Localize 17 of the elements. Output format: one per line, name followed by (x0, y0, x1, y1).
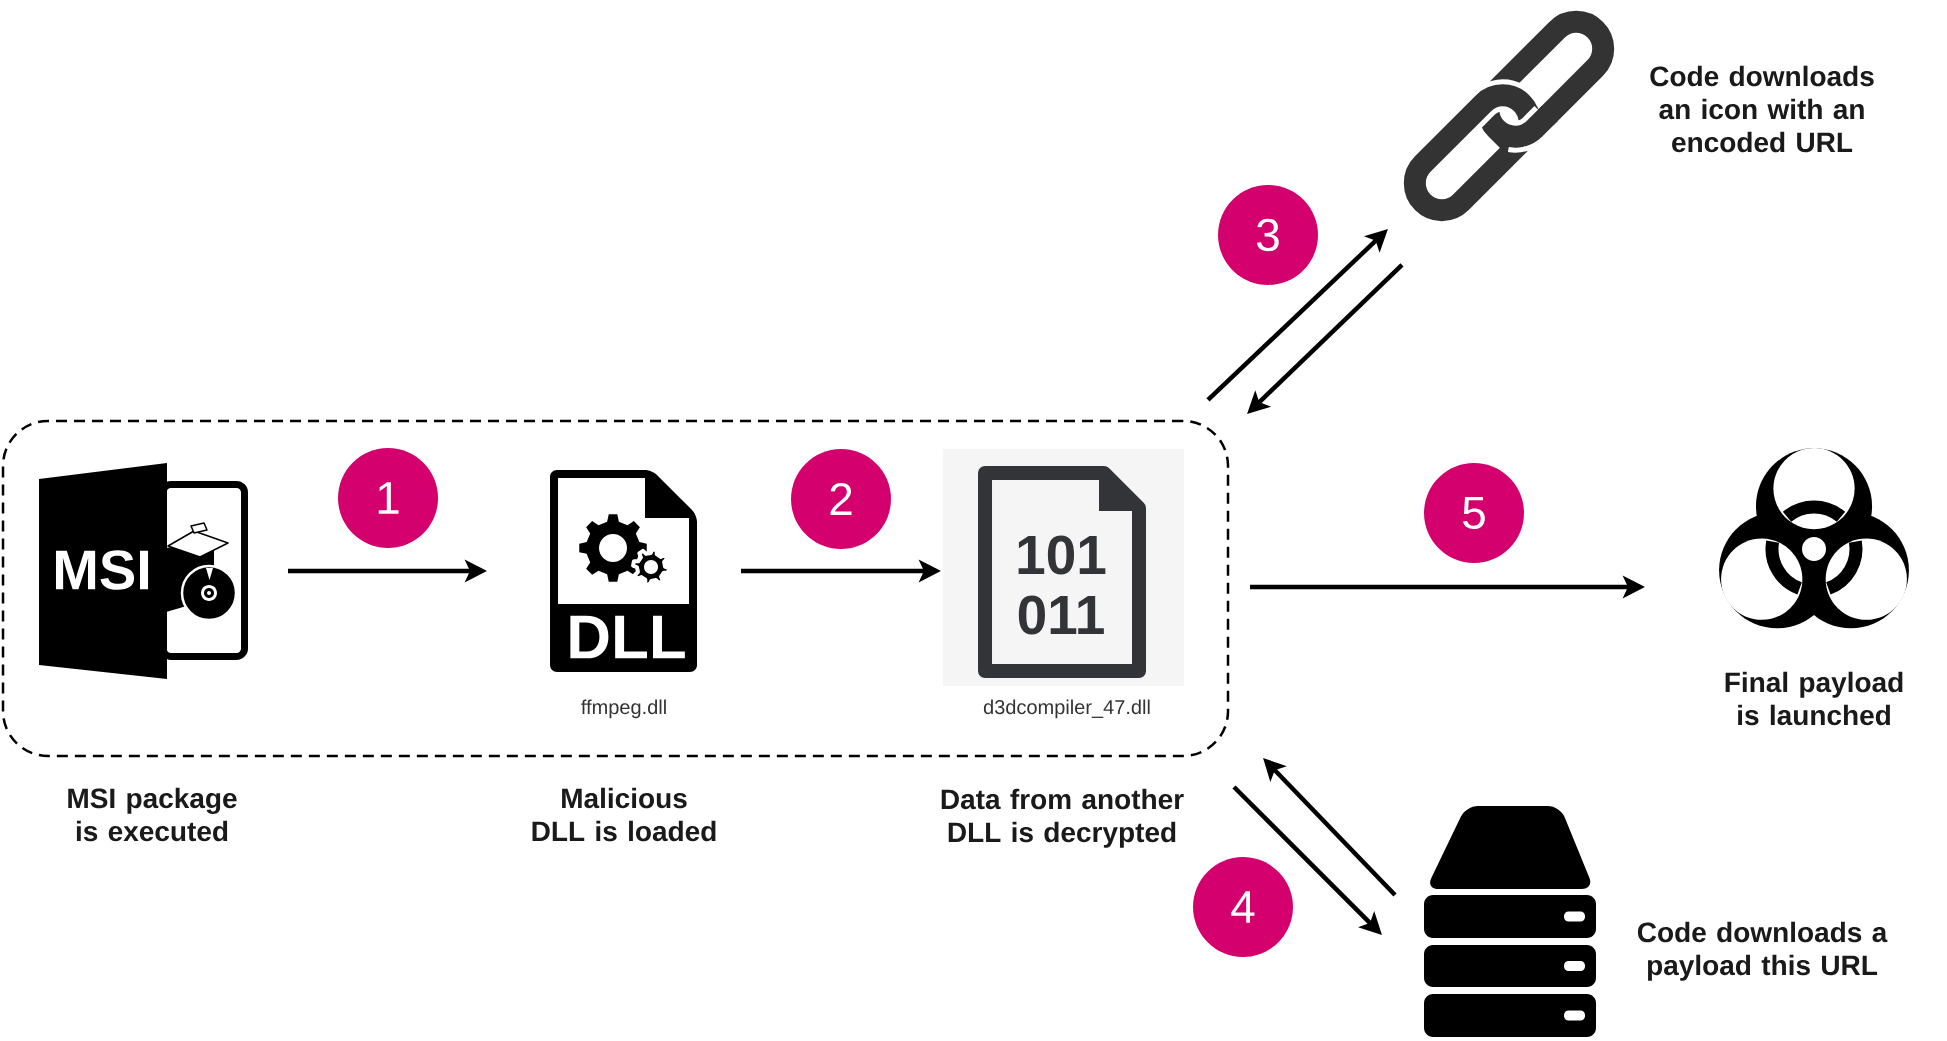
node-label: Final payload is launched (1725, 671, 1903, 726)
server-icon (1424, 806, 1596, 1037)
node-label: Malicious DLL is loaded (532, 787, 716, 842)
node-label: MSI package is executed (68, 787, 237, 842)
biohazard-icon (1719, 448, 1909, 629)
callout-number: 5 (1424, 463, 1524, 563)
node-label: Code downloads an icon with an encoded URL (1650, 65, 1874, 153)
file-name: ffmpeg.dll (581, 699, 666, 719)
node-label: Code downloads a payload this URL (1637, 921, 1888, 981)
dashed-frame (1, 419, 1230, 758)
callout-number: 4 (1193, 857, 1293, 957)
chain-icon (1403, 10, 1615, 222)
file-name: d3dcompiler_47.dll (983, 699, 1150, 719)
callout-number: 3 (1218, 185, 1318, 285)
callout-number: 1 (338, 448, 438, 548)
callout-number: 2 (791, 449, 891, 549)
node-label: Data from another DLL is decrypted (941, 788, 1184, 848)
